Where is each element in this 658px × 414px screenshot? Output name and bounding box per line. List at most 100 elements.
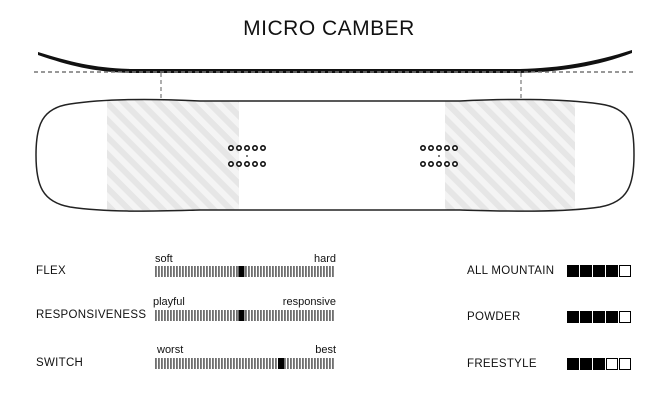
scale-tick [323, 358, 325, 369]
scale-tick [248, 310, 250, 321]
scale-tick [203, 310, 205, 321]
scale-tick [269, 266, 271, 277]
scale-tick [311, 358, 313, 369]
rating-square-empty [619, 311, 631, 323]
scale-tick [251, 358, 253, 369]
scale-tick [215, 266, 217, 277]
rating-square-empty [606, 358, 618, 370]
scale-tick [230, 266, 232, 277]
scale-tick [221, 266, 223, 277]
scale-tick [173, 266, 175, 277]
rating-square-filled [606, 265, 618, 277]
scale-tick [326, 310, 328, 321]
scale-tick [158, 266, 160, 277]
scale-tick [194, 266, 196, 277]
scale-tick [305, 266, 307, 277]
scale-tick [329, 266, 331, 277]
scale-tick [185, 266, 187, 277]
scale-tick [200, 310, 202, 321]
scale-tick [188, 358, 190, 369]
scale-tick [257, 310, 259, 321]
scale-tick [239, 358, 241, 369]
scale-tick [173, 310, 175, 321]
scale-tick [191, 358, 193, 369]
scale-tick [260, 310, 262, 321]
scale-tick [155, 358, 157, 369]
scale-tick [263, 266, 265, 277]
scale-tick [167, 266, 169, 277]
scale-tick [275, 358, 277, 369]
scale-tick [290, 310, 292, 321]
scale-tick [293, 266, 295, 277]
scale-tick [194, 310, 196, 321]
scale-tick [218, 266, 220, 277]
scale-tick [188, 310, 190, 321]
scale-tick [272, 358, 274, 369]
scale-tick [206, 358, 208, 369]
scale-tick [317, 310, 319, 321]
rating-square-filled [567, 311, 579, 323]
scale-tick [320, 266, 322, 277]
scale-tick [218, 310, 220, 321]
scale-tick [269, 358, 271, 369]
rating-square-filled [593, 265, 605, 277]
scale-tick [260, 266, 262, 277]
scale-tick [221, 310, 223, 321]
responsiveness-scale [155, 310, 335, 321]
scale-tick [182, 358, 184, 369]
scale-tick [155, 266, 157, 277]
scale-tick [287, 310, 289, 321]
scale-tick [236, 358, 238, 369]
rating-all-mountain [567, 265, 631, 277]
scale-tick [215, 310, 217, 321]
scale-tick [254, 358, 256, 369]
scale-tick [233, 310, 235, 321]
scale-tick [161, 266, 163, 277]
scale-tick [311, 266, 313, 277]
scale-tick [203, 358, 205, 369]
scale-tick [329, 358, 331, 369]
camber-profile [38, 50, 632, 73]
scale-tick [158, 358, 160, 369]
scale-tick [266, 310, 268, 321]
spec-label-switch: SWITCH [36, 357, 84, 369]
scale-tick [212, 310, 214, 321]
scale-tick [272, 266, 274, 277]
insert-center-right [438, 155, 440, 157]
scale-tick [308, 358, 310, 369]
scale-tick [218, 358, 220, 369]
scale-tick [200, 266, 202, 277]
scale-tick [167, 310, 169, 321]
scale-tick [332, 310, 334, 321]
scale-tick [323, 266, 325, 277]
inserts-right [419, 145, 458, 168]
scale-tick [251, 310, 253, 321]
scale-tick [314, 266, 316, 277]
flex-left-end: soft [155, 253, 173, 265]
scale-tick [212, 266, 214, 277]
scale-tick [185, 310, 187, 321]
switch-right-end: best [315, 344, 336, 356]
scale-tick [284, 310, 286, 321]
scale-tick [257, 266, 259, 277]
board-diagram [34, 50, 636, 212]
insert-center-left [246, 155, 248, 157]
scale-tick [173, 358, 175, 369]
responsiveness-left-end: playful [153, 296, 185, 308]
scale-tick [275, 310, 277, 321]
scale-tick [197, 266, 199, 277]
scale-tick [161, 358, 163, 369]
rating-square-filled [606, 311, 618, 323]
scale-tick [200, 358, 202, 369]
scale-tick [248, 358, 250, 369]
scale-tick [224, 266, 226, 277]
scale-tick [314, 358, 316, 369]
scale-tick [329, 310, 331, 321]
scale-tick [263, 358, 265, 369]
rating-label-all-mountain: ALL MOUNTAIN [467, 265, 555, 277]
scale-tick [224, 358, 226, 369]
scale-tick [179, 266, 181, 277]
scale-tick [320, 358, 322, 369]
scale-tick [332, 266, 334, 277]
scale-tick [332, 358, 334, 369]
